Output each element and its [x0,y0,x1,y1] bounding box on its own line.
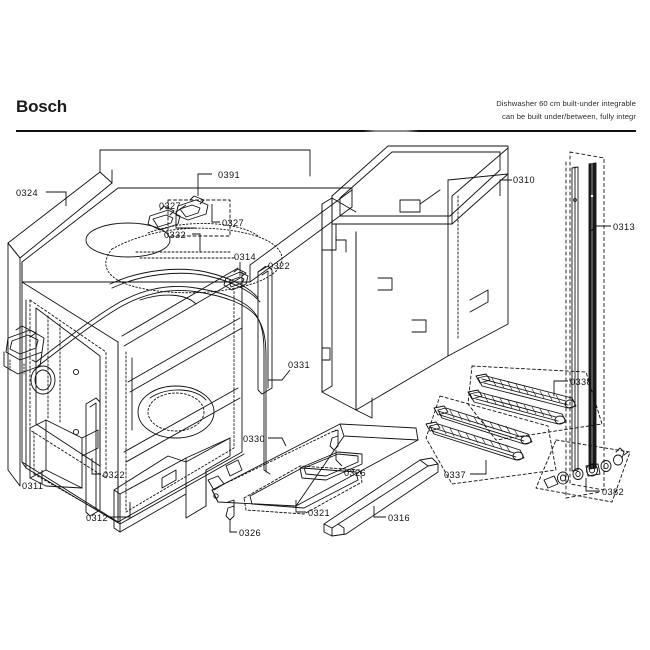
document-description-line1: Dishwasher 60 cm built-under integrable [496,99,636,108]
part-0337-rail-set [425,395,557,485]
header-divider [16,130,636,132]
document-header: Bosch Dishwasher 60 cm built-under integ… [0,0,650,140]
document-description-line2: can be built under/between, fully integr [501,111,636,121]
callout-label-0332[interactable]: 0332 [164,230,187,240]
callout-label-0321[interactable]: 0321 [308,508,331,518]
drawing-strokes [3,145,631,537]
leader-0337 [470,460,487,475]
callout-label-0326a[interactable]: 0326 [344,468,367,478]
leader-0312 [110,502,131,518]
leader-0327b [211,204,220,223]
leader-0324 [46,191,67,206]
callout-label-0327a[interactable]: 0327 [159,201,182,211]
leader-strokes [41,173,611,533]
part-0332-0327-0391-clips [3,195,231,375]
callout-label-0311[interactable]: 0311 [22,481,44,491]
leader-0332 [192,233,201,252]
part-0331-wire-loop [31,268,271,475]
leader-0331 [268,369,291,381]
callout-label-0313[interactable]: 0313 [613,222,636,232]
leader-0330 [268,437,287,447]
callout-label-0382[interactable]: 0382 [602,487,625,497]
leader-0391 [197,173,212,196]
part-0330-base-frame [207,423,419,521]
callout-label-0316[interactable]: 0316 [388,513,411,523]
leader-0322a [257,265,267,273]
leader-0382 [585,478,600,492]
leader-0313 [589,225,611,233]
part-0338-rail-set [467,365,603,441]
bosch-logo: Bosch [16,97,67,116]
leader-0310 [499,179,512,196]
callout-label-0324[interactable]: 0324 [16,188,39,198]
part-0316-bottom-bar [323,457,439,537]
callout-label-0391[interactable]: 0391 [218,170,241,180]
callout-label-0322a[interactable]: 0322 [268,261,291,271]
callout-label-0314[interactable]: 0314 [234,252,257,262]
callout-label-0326b[interactable]: 0326 [239,528,262,538]
document-description: Dishwasher 60 cm built-under integrable … [496,98,636,123]
callout-label-0322b[interactable]: 0322 [103,470,126,480]
leader-0316 [373,506,386,518]
callout-label-0338[interactable]: 0338 [570,377,593,387]
callout-label-0327b[interactable]: 0327 [222,218,245,228]
leader-0326b [229,520,237,533]
leader-0321 [295,500,306,513]
part-0382-fittings-set [535,439,631,503]
callout-label-0337[interactable]: 0337 [444,470,467,480]
leader-0327a [175,204,196,229]
part-0324-outer-skin [7,149,311,487]
part-0311-base-panel [29,419,99,489]
callout-label-0331[interactable]: 0331 [288,360,311,370]
leader-0326a [335,450,343,467]
leader-0322b [91,458,101,475]
callout-label-0312[interactable]: 0312 [86,513,109,523]
part-0313-seal-strips [565,151,605,499]
callout-label-0330[interactable]: 0330 [243,434,266,444]
part-0312-front-base-trim [113,437,231,533]
callout-label-0310[interactable]: 0310 [513,175,536,185]
leader-0338 [553,380,568,396]
part-0310-cabinet-wrapper [321,145,509,419]
